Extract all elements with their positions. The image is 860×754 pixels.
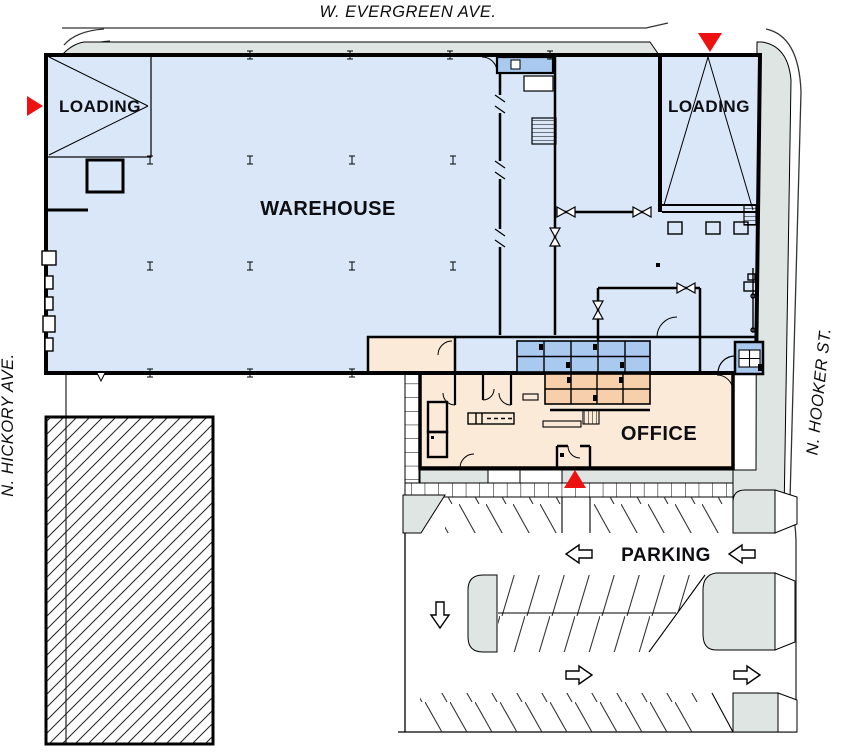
vestibule-window (510, 59, 521, 70)
office-room-dot (431, 436, 434, 439)
entrance-markers (27, 33, 722, 488)
door-arc-se-office (716, 374, 734, 392)
office-stairs (582, 409, 600, 425)
row-top-cap (402, 494, 446, 534)
island-mid-west (467, 574, 498, 653)
entrance-marker-north (698, 33, 722, 52)
office-label: OFFICE (621, 423, 697, 445)
office-counter (542, 420, 582, 428)
direction-arrow-left-1 (565, 544, 593, 564)
door-arc-band-2 (656, 316, 678, 338)
warehouse-interior (41, 50, 765, 392)
sidewalk-office-south-1 (419, 469, 489, 484)
office-partitions (453, 373, 513, 405)
island-bottom-east (732, 692, 779, 733)
row-bottom-east-edge (711, 692, 734, 733)
sidewalks (60, 41, 792, 531)
nw-interior-room (85, 158, 125, 194)
loading-dock-north (662, 56, 757, 235)
door-swing-notch (96, 372, 106, 383)
hatched-structure (44, 415, 215, 746)
west-wall-door (41, 250, 57, 266)
island-top-east-apron (774, 489, 798, 534)
entrance-marker-west (27, 96, 43, 116)
entry-walkway-lines (561, 497, 591, 533)
column-marker (656, 263, 660, 267)
warehouse-stairs (531, 117, 557, 145)
office-annex-bump (366, 335, 457, 375)
parking-row-top-west (445, 497, 562, 533)
island-mid-east (702, 572, 776, 651)
loading-dock-west (46, 54, 152, 158)
parking-row-top-east (590, 497, 725, 533)
row-middle-east-edge (648, 574, 706, 653)
entrance-marker-office (564, 470, 586, 488)
wall-equipment (743, 268, 757, 333)
loading-west-label: LOADING (59, 97, 141, 116)
equipment-box (523, 75, 554, 92)
warehouse-label: WAREHOUSE (260, 198, 396, 220)
se-utility-window-grid (739, 350, 760, 367)
direction-arrow-right-2 (733, 665, 761, 685)
sidewalk-right (732, 41, 792, 531)
dock-bumper (667, 221, 683, 235)
street-label-top: W. EVERGREEN AVE. (320, 3, 497, 21)
warehouse-area (44, 53, 763, 375)
wall-break-1 (494, 94, 506, 114)
dock-bumper (733, 221, 749, 235)
island-top-east (732, 489, 776, 534)
wall-break-2 (494, 160, 506, 180)
se-utility-dot (758, 364, 763, 371)
vestibule-room (495, 55, 555, 75)
building (44, 53, 763, 470)
office-interior (400, 0, 651, 468)
loading-north-label: LOADING (668, 97, 750, 116)
dock-bumper (705, 221, 721, 235)
sidewalk-office-south-2 (561, 469, 734, 484)
west-wall-door (44, 337, 54, 352)
west-wall-door (44, 275, 54, 290)
dock-stair (743, 204, 757, 226)
sidewalk-office-south-gap (487, 469, 563, 484)
parking-row-bottom (420, 693, 700, 732)
west-wall-door (42, 315, 56, 333)
wall-break-3 (494, 228, 506, 248)
office-worktable (467, 412, 515, 425)
ne-corner-street-curve (765, 28, 802, 93)
direction-arrow-right-1 (565, 665, 593, 685)
island-mid-east-apron (774, 572, 796, 651)
vestibule-door-arc (481, 56, 498, 73)
evergreen-street-line (62, 22, 669, 29)
restroom-stalls-tan (544, 373, 651, 405)
direction-arrow-left-2 (728, 544, 756, 564)
locker-stalls-blue (516, 340, 651, 373)
door-arc-band (437, 340, 453, 356)
parking-lot (398, 372, 798, 733)
island-bottom-east-apron (777, 692, 798, 733)
direction-arrow-down (430, 601, 450, 629)
loading-docks (46, 54, 757, 235)
parking-label: PARKING (621, 545, 711, 566)
walkway-strip-vertical (404, 372, 420, 484)
street-label-left: N. HICKORY AVE. (0, 353, 17, 497)
office-small-room-2 (426, 430, 449, 459)
west-wall-door (44, 296, 54, 311)
entrance-vestibule (555, 444, 592, 468)
office-cabinet (522, 393, 539, 401)
street-label-right: N. HOOKER ST. (803, 327, 834, 456)
